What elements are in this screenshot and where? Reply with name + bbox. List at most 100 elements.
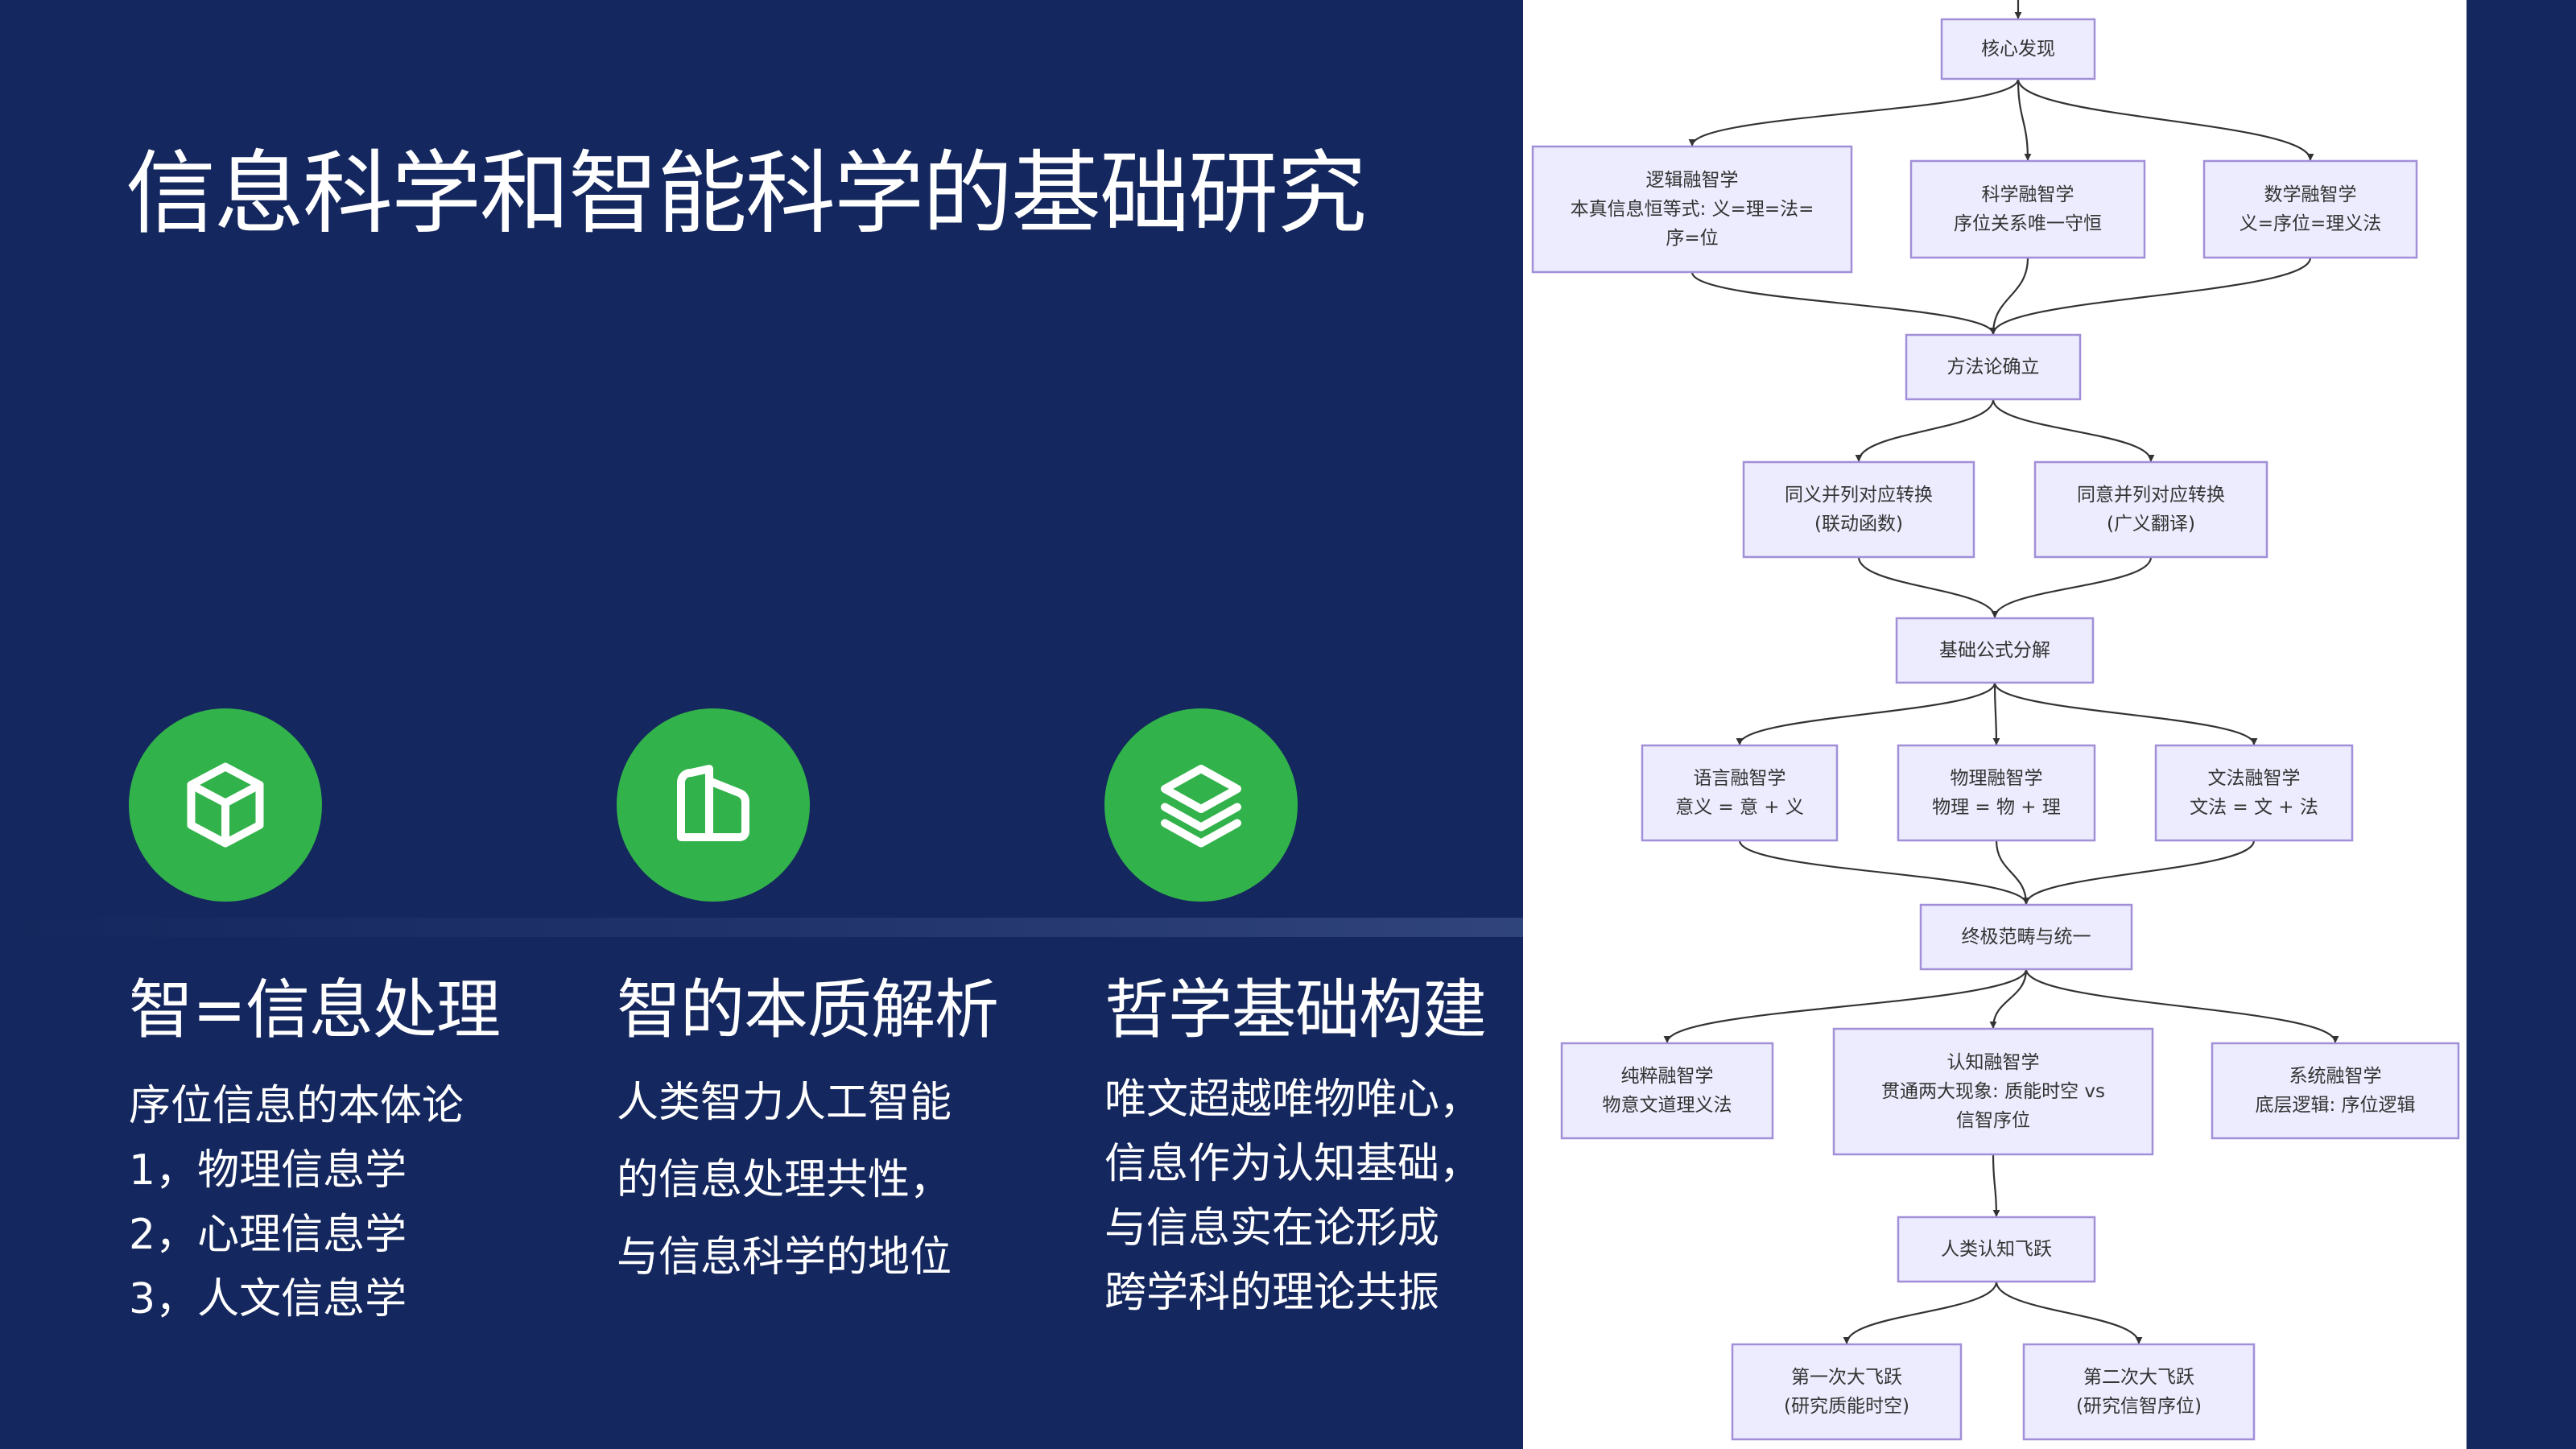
flow-node-ultimate: 终极范畴与统一 [1919, 903, 2133, 971]
flow-node-box [1641, 744, 1839, 842]
flow-edge [1995, 1281, 2143, 1344]
flow-node-box [2022, 1343, 2256, 1441]
card-line: 1，物理信息学 [129, 1146, 407, 1195]
card-body: 人类智力人工智能 的信息处理共性， 与信息科学的地位 [617, 1064, 1100, 1296]
flow-edge [1995, 840, 2030, 905]
flow-edge [1992, 682, 2000, 745]
card-line: 3，人文信息学 [129, 1275, 407, 1323]
flow-node-label: 纯粹融智学 [1621, 1066, 1714, 1087]
flow-node-box [1909, 159, 2146, 259]
flow-edge [1857, 556, 1999, 618]
card-line: 与信息科学的地位 [617, 1233, 952, 1282]
card-line: 唯文超越唯物唯心， [1104, 1075, 1482, 1124]
flow-node-label: (研究质能时空) [1784, 1396, 1909, 1417]
card-title: 智的本质解析 [617, 972, 999, 1047]
card-info-processing: 智=信息处理 序位信息的本体论 1，物理信息学 2，心理信息学 3，人文信息学 [129, 708, 612, 1331]
flow-node-box [2154, 744, 2354, 842]
divider-glow [0, 918, 1523, 937]
flow-node-label: 第一次大飞跃 [1791, 1367, 1902, 1388]
flow-node-box [2202, 159, 2418, 259]
book-icon-circle [617, 708, 810, 902]
flow-node-label: 底层逻辑: 序位逻辑 [2255, 1095, 2415, 1116]
flow-node-box [1919, 903, 2133, 971]
card-body: 序位信息的本体论 1，物理信息学 2，心理信息学 3，人文信息学 [129, 1074, 612, 1331]
flow-node-label: 系统融智学 [2289, 1066, 2382, 1087]
flow-node-box [1897, 1216, 2096, 1283]
flow-node-label: 贯通两大现象: 质能时空 vs [1881, 1081, 2105, 1102]
flow-node-label: (广义翻译) [2107, 514, 2195, 535]
flow-node-leap1: 第一次大飞跃 (研究质能时空) [1731, 1343, 1963, 1441]
flow-edge [1991, 556, 2153, 618]
card-line: 信息作为认知基础， [1104, 1140, 1482, 1188]
flow-node-syn2: 同意并列对应转换 (广义翻译) [2033, 460, 2268, 559]
flow-edge [1738, 840, 2030, 905]
flow-node-label: 基础公式分解 [1939, 640, 2050, 661]
flow-node-label: 文法融智学 [2208, 768, 2301, 789]
flow-node-label: 第二次大飞跃 [2083, 1367, 2194, 1388]
book-icon [677, 765, 749, 841]
card-title: 智=信息处理 [129, 972, 501, 1047]
flow-node-label: 同意并列对应转换 [2077, 485, 2225, 506]
layers-icon-circle [1104, 708, 1298, 902]
flow-node-label: 语言融智学 [1694, 768, 1786, 789]
layers-icon [1161, 765, 1241, 848]
flow-node-syn1: 同义并列对应转换(联动函数) [1742, 460, 1975, 559]
flow-node-core: 核心发现 [1940, 18, 2096, 80]
flow-edge [1993, 682, 2258, 745]
card-line: 序位信息的本体论 [129, 1082, 464, 1130]
flow-node-label: 义=序位=理义法 [2240, 213, 2382, 234]
flow-node-box [1731, 1343, 1963, 1441]
card-line: 跨学科的理论共振 [1104, 1269, 1440, 1317]
flow-edge [1989, 257, 2312, 335]
flow-node-label: 科学融智学 [1982, 184, 2074, 205]
card-line: 与信息实在论形成 [1104, 1204, 1440, 1253]
flow-node-label: 信智序位 [1956, 1110, 2030, 1131]
flow-edge [1992, 1154, 2000, 1217]
slide-title: 信息科学和智能科学的基础研究 [126, 142, 1367, 246]
flow-edge [1690, 271, 1997, 335]
flow-node-leap: 人类认知飞跃 [1897, 1216, 2096, 1283]
flow-node-box [1560, 1042, 1774, 1140]
flow-node-label: 数学融智学 [2264, 184, 2357, 205]
flow-edge [2017, 78, 2314, 161]
flow-node-label: 本真信息恒等式: 义=理=法= [1571, 199, 1814, 220]
flow-node-box [1531, 145, 1853, 274]
flow-node-label: 序位关系唯一守恒 [1954, 213, 2102, 234]
card-body: 唯文超越唯物唯心， 信息作为认知基础， 与信息实在论形成 跨学科的理论共振 [1104, 1067, 1587, 1325]
flow-node-method: 方法论确立 [1905, 333, 2082, 401]
flow-node-label: 逻辑融智学 [1646, 170, 1739, 191]
flow-edge [1688, 78, 2020, 147]
flow-node-label: 人类认知飞跃 [1941, 1239, 2052, 1260]
flow-edge [2017, 78, 2032, 161]
flow-node-label: 物理融智学 [1951, 768, 2043, 789]
flow-node-box [2211, 1042, 2460, 1140]
cube-icon-circle [129, 708, 322, 902]
card-line: 人类智力人工智能 [617, 1079, 952, 1127]
flow-node-box [1742, 460, 1975, 559]
flow-node-box [1897, 744, 2096, 842]
flow-node-label: (研究信智序位) [2076, 1396, 2202, 1417]
flow-node-label: 认知融智学 [1947, 1052, 2040, 1073]
flow-node-label: (联动函数) [1814, 514, 1903, 535]
card-philosophy-foundation: 哲学基础构建 唯文超越唯物唯心， 信息作为认知基础， 与信息实在论形成 跨学科的… [1104, 708, 1587, 1325]
flow-edge [1989, 968, 2028, 1029]
flow-node-box [1940, 18, 2096, 80]
flow-node-label: 物理 = 物 + 理 [1932, 797, 2061, 818]
flow-node-label: 序=位 [1666, 228, 1718, 249]
card-line: 的信息处理共性， [617, 1156, 952, 1204]
flow-node-label: 核心发现 [1981, 39, 2055, 60]
flowchart-panel: 核心发现逻辑融智学本真信息恒等式: 义=理=法= 序=位 科学融智学序位关系唯一守恒… [1523, 0, 2467, 1449]
flow-node-box [2033, 460, 2268, 559]
flow-edge [1989, 257, 2029, 335]
